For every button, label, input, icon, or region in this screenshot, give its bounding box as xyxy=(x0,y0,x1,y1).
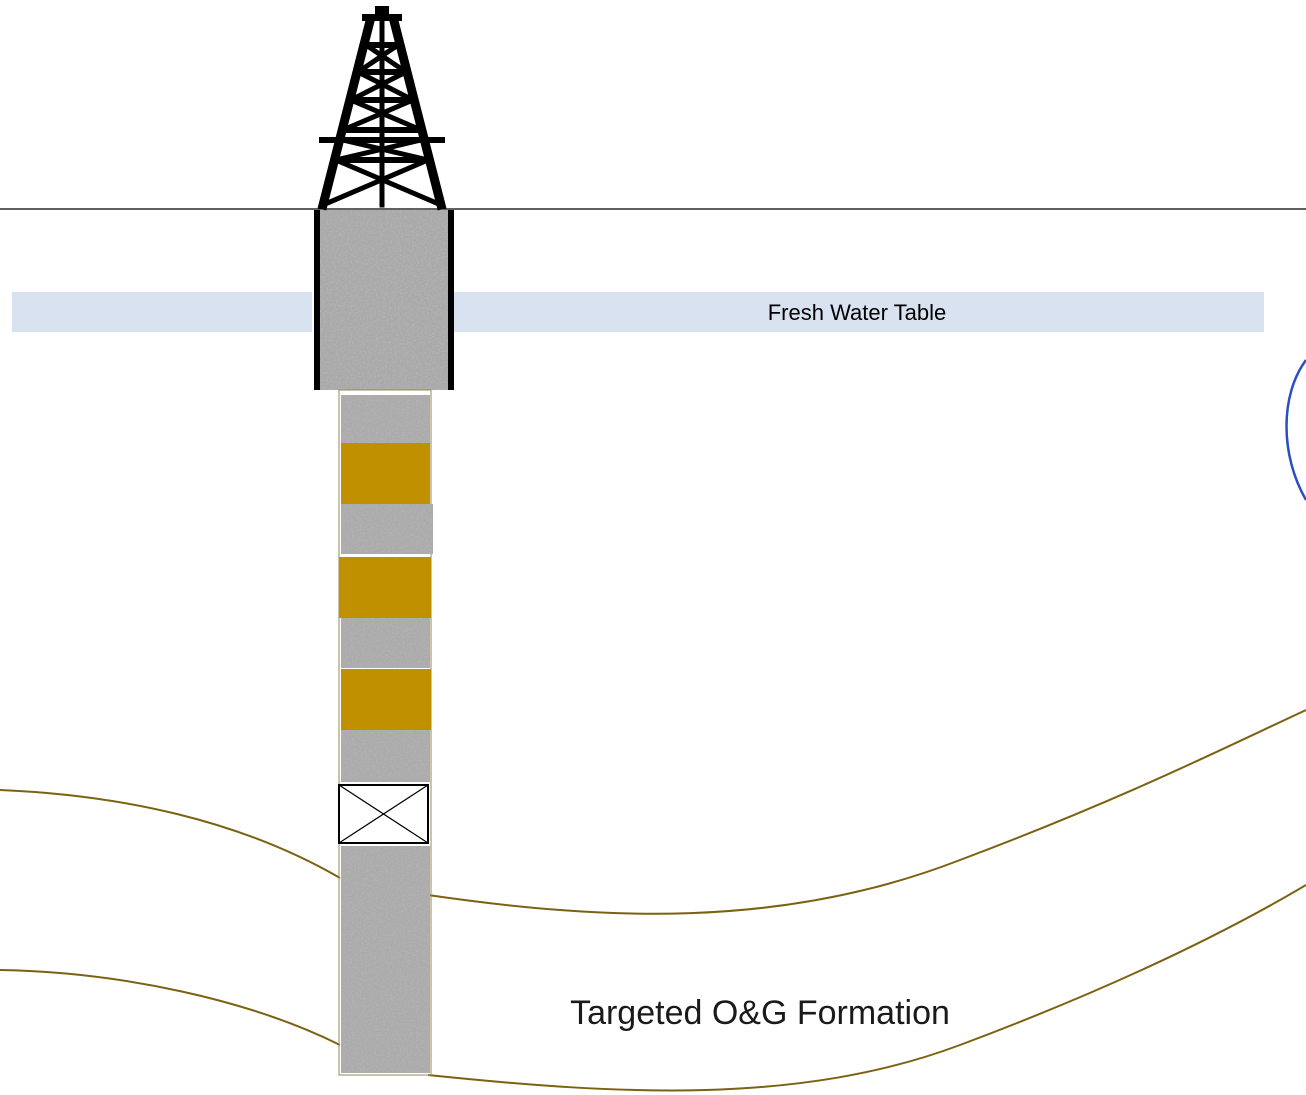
casing-wall-left xyxy=(314,210,320,390)
production-casing xyxy=(338,389,433,1076)
formation-top-right xyxy=(427,709,1306,915)
casing-wall-right xyxy=(448,210,454,390)
wellbore-outline xyxy=(338,389,432,1076)
fresh-water-band-left xyxy=(12,292,312,332)
cement-band xyxy=(341,669,431,730)
callout-arc xyxy=(1285,359,1306,501)
cement-band xyxy=(339,557,431,618)
formation-bottom-left xyxy=(0,969,341,1046)
targeted-formation-label: Targeted O&G Formation xyxy=(570,994,950,1032)
formation-top-left xyxy=(0,789,341,879)
drilling-rig-icon xyxy=(317,6,447,211)
formation-boundaries xyxy=(0,709,1306,1092)
packer-plug-icon xyxy=(338,784,429,844)
surface-casing xyxy=(314,210,454,390)
cement-band xyxy=(341,443,430,504)
fresh-water-band-right xyxy=(452,292,1264,332)
formation-bottom-right xyxy=(427,884,1306,1092)
fresh-water-table-label: Fresh Water Table xyxy=(768,300,947,325)
